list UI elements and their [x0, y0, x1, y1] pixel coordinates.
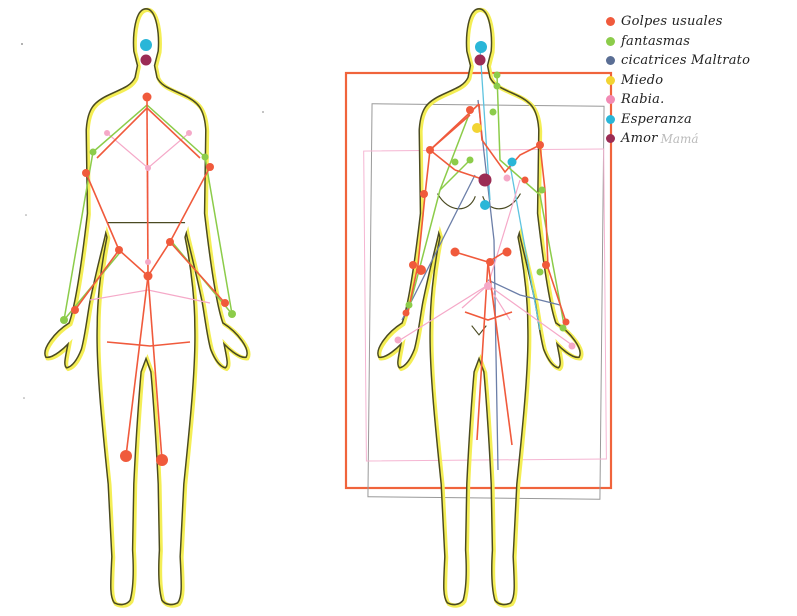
legend-item: Esperanza [606, 110, 796, 129]
right-body-boxes [346, 73, 611, 499]
legend-label: fantasmas [621, 34, 690, 49]
legend-extra-note: Mamá [661, 132, 699, 146]
legend-label: cicatrices Maltrato [621, 53, 750, 68]
legend-swatch [606, 56, 615, 65]
legend-item: cicatrices Maltrato [606, 51, 796, 70]
legend-label: Amor [621, 131, 658, 146]
legend-item: fantasmas [606, 32, 796, 51]
legend-swatch [606, 95, 615, 104]
legend-item: Golpes usuales [606, 12, 796, 31]
legend: Golpes usuales fantasmas cicatrices Maltra… [606, 12, 796, 149]
legend-swatch [606, 76, 615, 85]
legend-swatch [606, 134, 615, 143]
legend-swatch [606, 115, 615, 124]
legend-label: Rabia. [621, 92, 664, 107]
legend-label: Esperanza [621, 112, 692, 127]
legend-label: Golpes usuales [621, 14, 723, 29]
legend-item: Rabia. [606, 90, 796, 109]
legend-label: Miedo [621, 73, 663, 88]
legend-item: Miedo [606, 71, 796, 90]
legend-swatch [606, 37, 615, 46]
legend-swatch [606, 17, 615, 26]
